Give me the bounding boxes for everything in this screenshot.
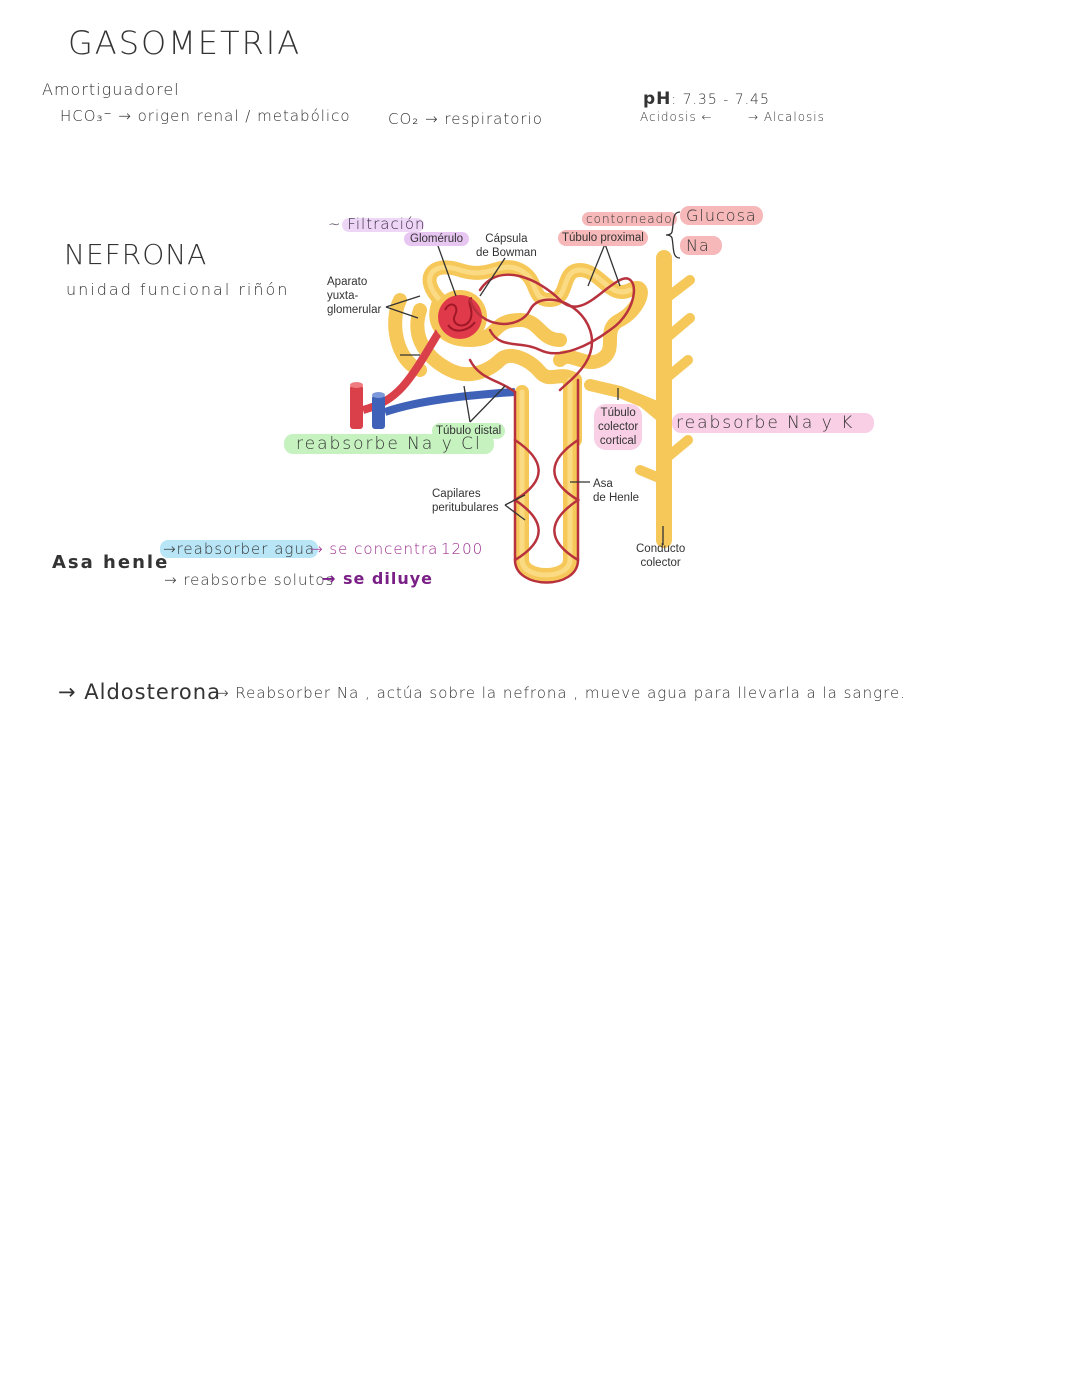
asa-henle-diluye: → se diluye (322, 569, 434, 588)
nefrona-subtitle: unidad funcional riñón (66, 280, 290, 299)
amortiguadores-label: Amortiguadorel (42, 80, 180, 99)
aldosterona-title: → Aldosterona (58, 680, 221, 704)
asa-henle-concentra: → se concentra (310, 540, 439, 558)
tubulo-proximal-label: Túbulo proximal (558, 230, 648, 246)
ph-symbol: pH (643, 89, 672, 109)
asa-henle-title: Asa henle (52, 552, 170, 573)
peritubular-capillaries (468, 273, 636, 584)
asa-henle-1200: 1200 (441, 540, 484, 558)
nephron-diagram (350, 243, 695, 584)
aparato-label: Aparato yuxta- glomerular (327, 276, 382, 316)
glucosa-note: Glucosa (680, 206, 763, 225)
contorneado-note: contorneado (582, 212, 677, 226)
capilares-label: Capilares peritubulares (432, 488, 499, 514)
tubule-inner-light (427, 264, 633, 578)
aldosterona-text: → Reabsorber Na , actúa sobre la nefrona… (216, 684, 906, 702)
acidosis-label: Acidosis ← (640, 110, 713, 124)
capsula-bowman-label: Cápsula de Bowman (476, 233, 537, 259)
reabsorbe-na-k-note: reabsorbe Na y K (672, 413, 875, 433)
leader-lines (385, 243, 664, 545)
conducto-colector-label: Conducto colector (636, 543, 686, 569)
asa-henle-agua: →reabsorber agua (160, 540, 319, 558)
tubulo-colector-label: Túbulo colector cortical (594, 404, 643, 450)
glomerulus (433, 290, 487, 344)
nefrona-title: NEFRONA (64, 238, 208, 271)
filtracion-label: ~ Filtración (328, 215, 426, 233)
glomerulo-label: Glomérulo (404, 232, 470, 246)
reabsorbe-na-cl-note: reabsorbe Na y Cl (284, 434, 494, 454)
co2-note: CO₂ → respiratorio (388, 110, 543, 128)
alcalosis-label: → Alcalosis (748, 110, 825, 124)
asa-henle-solutos: → reabsorbe solutos (164, 571, 335, 589)
na-note: Na (680, 236, 722, 255)
bracket-icon (665, 211, 681, 259)
ph-range: : 7.35 - 7.45 (671, 92, 770, 108)
hco3-note: HCO₃⁻ → origen renal / metabólico (60, 107, 351, 125)
page-title: GASOMETRIA (68, 24, 302, 62)
efferent-vein (372, 388, 516, 429)
collecting-duct (584, 250, 695, 548)
asa-de-henle-label: Asa de Henle (593, 478, 640, 504)
ph-label: pH: 7.35 - 7.45 (643, 89, 770, 109)
